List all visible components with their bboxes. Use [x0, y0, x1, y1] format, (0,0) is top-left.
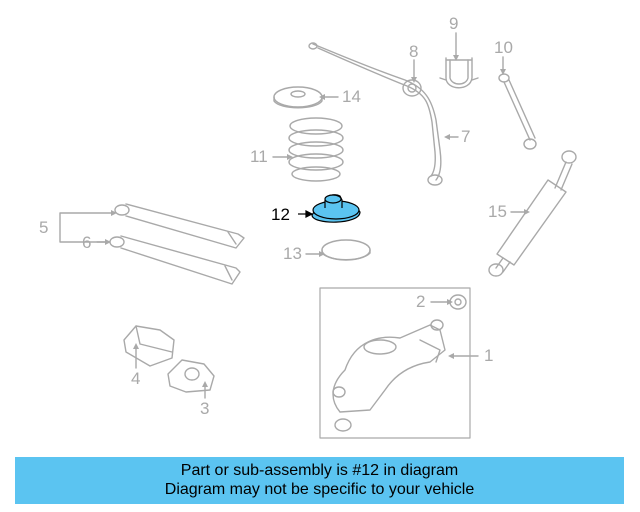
mount-bracket [123, 325, 175, 367]
callout-5[interactable]: 5 [39, 218, 49, 237]
stabilizer-link [498, 73, 537, 150]
lower-insulator [321, 239, 371, 261]
upper-control-arm [114, 203, 245, 249]
callout-14[interactable]: 14 [342, 87, 361, 106]
callout-12[interactable]: 12 [271, 205, 290, 224]
spring-seat-highlighted[interactable] [298, 194, 361, 223]
shock-absorber [488, 150, 577, 277]
callout-2[interactable]: 2 [416, 292, 426, 311]
callout-9[interactable]: 9 [449, 14, 459, 33]
info-banner: Part or sub-assembly is #12 in diagram D… [15, 457, 624, 504]
callout-10[interactable]: 10 [494, 38, 513, 57]
banner-line-2: Diagram may not be specific to your vehi… [164, 481, 475, 498]
callout-1[interactable]: 1 [484, 346, 494, 365]
callout-11[interactable]: 11 [250, 147, 268, 166]
banner-line-1: Part or sub-assembly is #12 in diagram [180, 462, 459, 479]
callout-8[interactable]: 8 [409, 42, 419, 61]
leader-arrows [105, 55, 530, 387]
stabilizer-bar [308, 42, 443, 186]
mount [167, 359, 215, 393]
callout-3[interactable]: 3 [200, 399, 210, 418]
stabilizer-bushing [402, 79, 422, 97]
callout-15[interactable]: 15 [488, 202, 507, 221]
callout-4[interactable]: 4 [131, 369, 141, 388]
callout-13[interactable]: 13 [283, 244, 302, 263]
bushing-bracket [439, 57, 479, 89]
upper-insulator [273, 86, 323, 109]
coil-spring [288, 117, 344, 182]
callout-6[interactable]: 6 [82, 233, 92, 252]
callout-7[interactable]: 7 [461, 127, 471, 146]
knuckle-assembly [319, 287, 471, 439]
